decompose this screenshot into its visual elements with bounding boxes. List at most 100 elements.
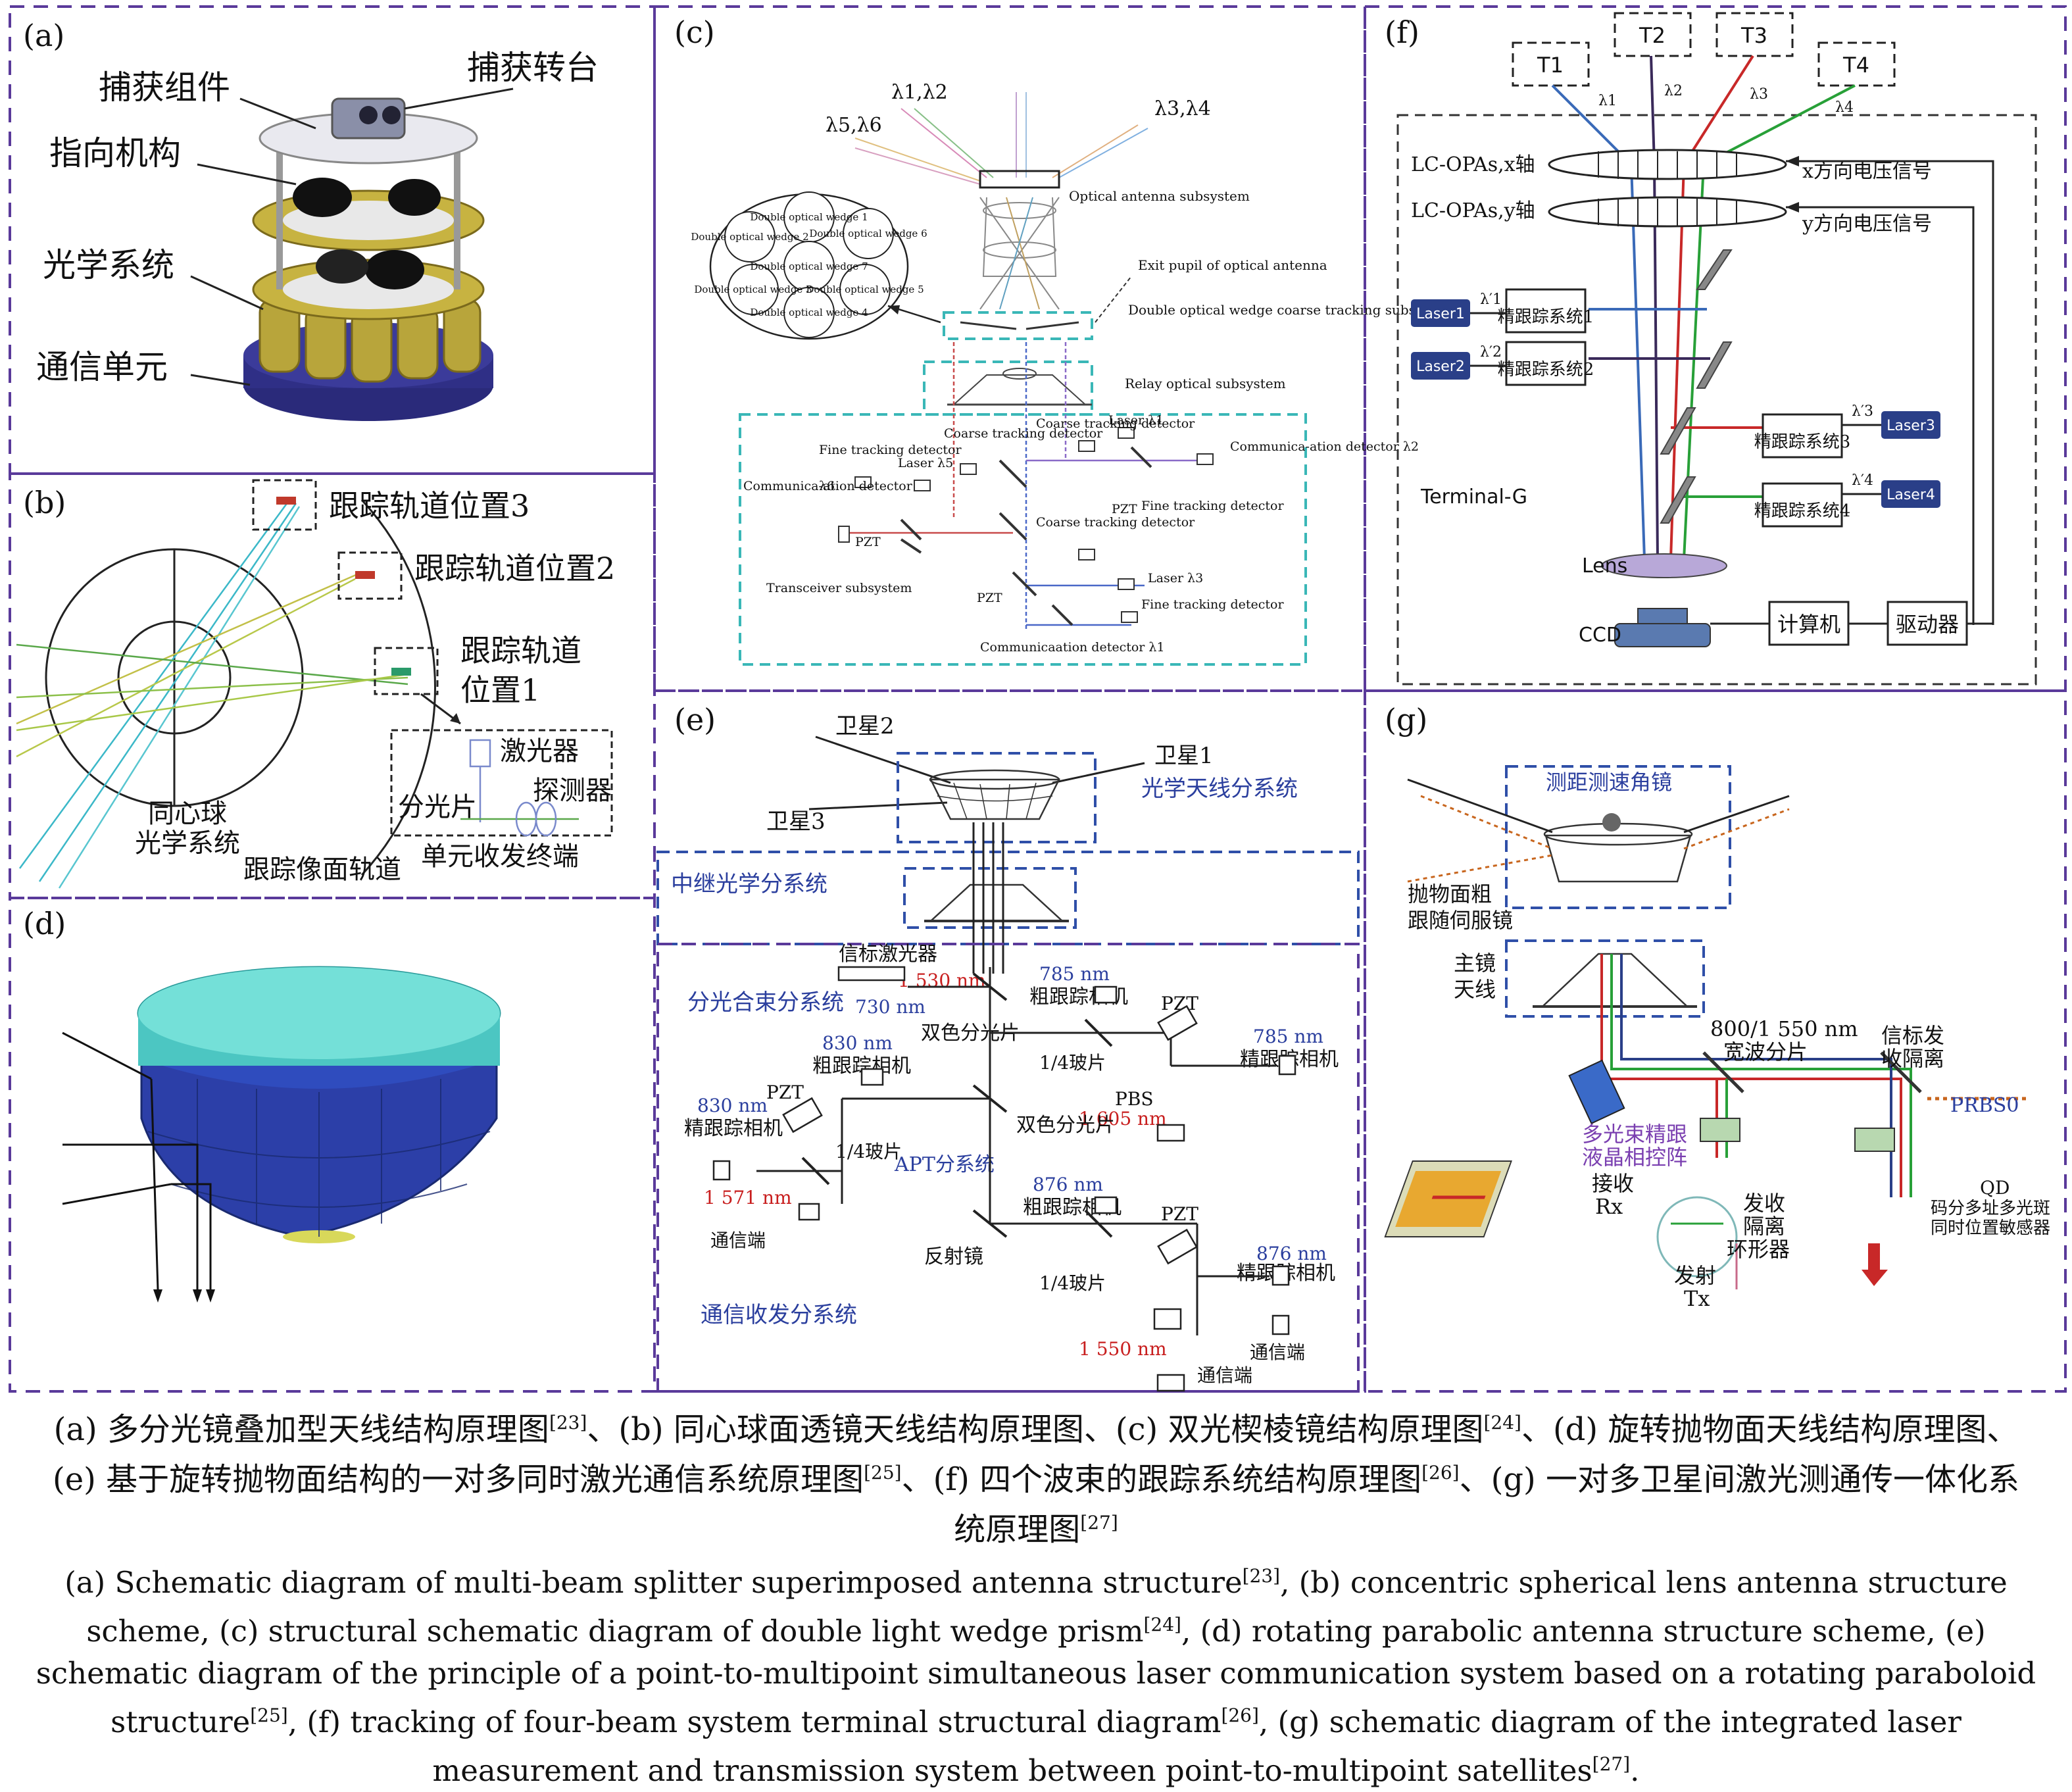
panel-d-label: (d) (23, 906, 66, 941)
panel-f: (f) T1 T2 T3 T4 (1385, 12, 2037, 685)
g-primary-b: 天线 (1454, 977, 1496, 1002)
c-comm-det-1: Communicaation detector λ1 (980, 640, 1165, 655)
panel-g-label: (g) (1385, 702, 1427, 737)
e-1605: 1 605 nm (1079, 1108, 1167, 1130)
label-concentric-sphere: 同心球 (148, 799, 227, 829)
f-tracker1: 精跟踪系统1 (1498, 307, 1594, 327)
f-lambda1: λ1 (1598, 93, 1617, 109)
panel-c: (c) λ1,λ2 λ3,λ4 λ5,λ6 Optical antenna su… (674, 14, 1455, 666)
g-corner-cube: 测距测速角镜 (1546, 770, 1672, 795)
label-communication-unit: 通信单元 (36, 348, 168, 386)
f-lambda3: λ3 (1750, 86, 1768, 103)
f-laser2: Laser2 (1416, 359, 1465, 375)
figure-caption: (a) 多分光镜叠加型天线结构原理图[23]、(b) 同心球面透镜天线结构原理图… (0, 1401, 2072, 1792)
e-pzt-830: PZT (766, 1082, 804, 1103)
c-laser3: Laser λ3 (1148, 571, 1203, 585)
e-apt-subsys: APT分系统 (894, 1153, 995, 1176)
label-track-pos3: 跟踪轨道位置3 (329, 488, 530, 524)
panel-c-label: (c) (674, 14, 715, 50)
g-paraboloid-a: 抛物面粗 (1408, 882, 1492, 907)
label-laser: 激光器 (500, 736, 579, 766)
f-driver: 驱动器 (1896, 612, 1959, 637)
g-circ-b: 隔离 (1743, 1214, 1785, 1239)
f-lcopa-x: LC-OPAs,x轴 (1411, 153, 1535, 176)
c-comm-det-6: Communica-ation detector (743, 479, 913, 493)
c-fine-det-2: Fine tracking detector (1141, 499, 1284, 513)
e-comm-subsys: 通信收发分系统 (701, 1302, 857, 1328)
f-prime1: λ′1 (1480, 291, 1502, 308)
e-830a: 830 nm (822, 1032, 893, 1054)
c-coarse-wedge: Double optical wedge coarse tracking sub… (1128, 302, 1455, 318)
label-splitter: 分光片 (398, 792, 477, 822)
e-876b: 876 nm (1256, 1243, 1327, 1264)
e-1571: 1 571 nm (704, 1187, 792, 1208)
f-x-voltage: x方向电压信号 (1802, 160, 1932, 183)
e-876a: 876 nm (1033, 1174, 1103, 1195)
g-beacon-iso-a: 信标发 (1881, 1023, 1944, 1048)
panel-d: (d) (23, 906, 501, 1303)
c-lambda6: λ6 (819, 479, 835, 493)
f-tracker3: 精跟踪系统3 (1754, 432, 1851, 452)
e-sat2: 卫星2 (835, 713, 895, 739)
panel-b-label: (b) (23, 485, 66, 520)
c-coarse-det-3: Coarse tracking detector (1036, 515, 1195, 530)
e-splitter-subsys: 分光合束分系统 (687, 989, 844, 1016)
g-qd: QD (1980, 1177, 2010, 1199)
f-t4: T4 (1842, 53, 1869, 78)
f-laser1: Laser1 (1416, 306, 1465, 322)
e-comm-end-3: 通信端 (1197, 1364, 1252, 1386)
f-lambda2: λ2 (1664, 83, 1683, 99)
c-wedge-2: Double optical wedge 2 (691, 231, 808, 243)
c-optical-antenna: Optical antenna subsystem (1069, 188, 1250, 204)
e-qwp-2: 1/4玻片 (835, 1141, 902, 1162)
label-track-image-orbit: 跟踪像面轨道 (243, 855, 401, 885)
panel-e-label: (e) (674, 702, 716, 737)
panel-a: (a) 捕获组件 捕获转台 指向机构 光学系统 通信单元 (23, 18, 599, 421)
caption-en: (a) Schematic diagram of multi-beam spli… (36, 1565, 2036, 1788)
label-track-pos1-a: 跟踪轨道 (460, 633, 581, 668)
panel-b: (b) 跟踪轨道位置3 跟踪轨道位置2 跟踪轨道 位置1 激光器 探测器 (16, 479, 615, 889)
c-l12: λ1,λ2 (891, 81, 948, 104)
f-lens: Lens (1582, 555, 1627, 578)
f-terminal-g: Terminal-G (1420, 485, 1527, 509)
c-wedge-1: Double optical wedge 1 (750, 211, 868, 223)
f-ccd: CCD (1579, 624, 1621, 647)
g-rx-b: Rx (1595, 1194, 1623, 1219)
f-lasers: Laser1 Laser2 Laser3 Laser4 (1411, 299, 1940, 508)
panel-g: (g) 测距测速角镜 抛物面粗 跟随伺服镜 主镜 天线 PRBS0 (1384, 702, 2050, 1311)
c-l34: λ3,λ4 (1154, 97, 1211, 120)
f-t2: T2 (1639, 23, 1665, 48)
label-optical-system-b: 光学系统 (135, 828, 240, 859)
g-lc-opa-b: 液晶相控阵 (1582, 1145, 1687, 1170)
g-circ-c: 环形器 (1727, 1237, 1790, 1262)
e-sat3: 卫星3 (766, 809, 826, 835)
e-pbs: PBS (1115, 1088, 1154, 1110)
c-wedge-4: Double optical wedge 4 (750, 307, 868, 318)
c-transceiver: Transceiver subsystem (766, 581, 912, 595)
c-wedge-7: Double optical wedge 7 (750, 261, 868, 272)
g-tx-a: 发射 (1674, 1263, 1716, 1288)
e-qwp-1: 1/4玻片 (1039, 1052, 1106, 1074)
c-comm-det-2: Communica-ation detector λ2 (1230, 439, 1419, 454)
e-830b: 830 nm (697, 1095, 768, 1116)
g-beacon-iso-b: 收隔离 (1881, 1046, 1944, 1071)
e-dichroic-2: 双色分光片 (1016, 1114, 1115, 1137)
label-acquisition-turntable: 捕获转台 (467, 49, 599, 87)
label-track-pos2: 跟踪轨道位置2 (414, 551, 615, 586)
e-mirror: 反射镜 (924, 1245, 983, 1268)
e-fine-cam-830: 精跟踪相机 (684, 1117, 783, 1140)
f-prime3: λ′3 (1852, 403, 1873, 420)
e-1550: 1 550 nm (1079, 1338, 1167, 1360)
figure-canvas: (a) 捕获组件 捕获转台 指向机构 光学系统 通信单元 (9, 5, 2067, 1393)
g-prbs0: PRBS0 (1950, 1094, 2019, 1117)
f-tracker4: 精跟踪系统4 (1754, 501, 1851, 521)
g-cdma-a: 码分多址多光斑 (1931, 1199, 2050, 1218)
f-lambda4: λ4 (1835, 99, 1854, 116)
c-pzt-3: PZT (977, 591, 1002, 605)
g-wdm-b: 宽波分片 (1723, 1039, 1808, 1064)
f-y-voltage: y方向电压信号 (1802, 212, 1932, 236)
panel-f-label: (f) (1385, 14, 1419, 50)
c-laser1: Laser λ1 (1108, 413, 1164, 428)
g-rx-a: 接收 (1592, 1171, 1634, 1196)
e-relay-subsys: 中继光学分系统 (671, 871, 827, 897)
